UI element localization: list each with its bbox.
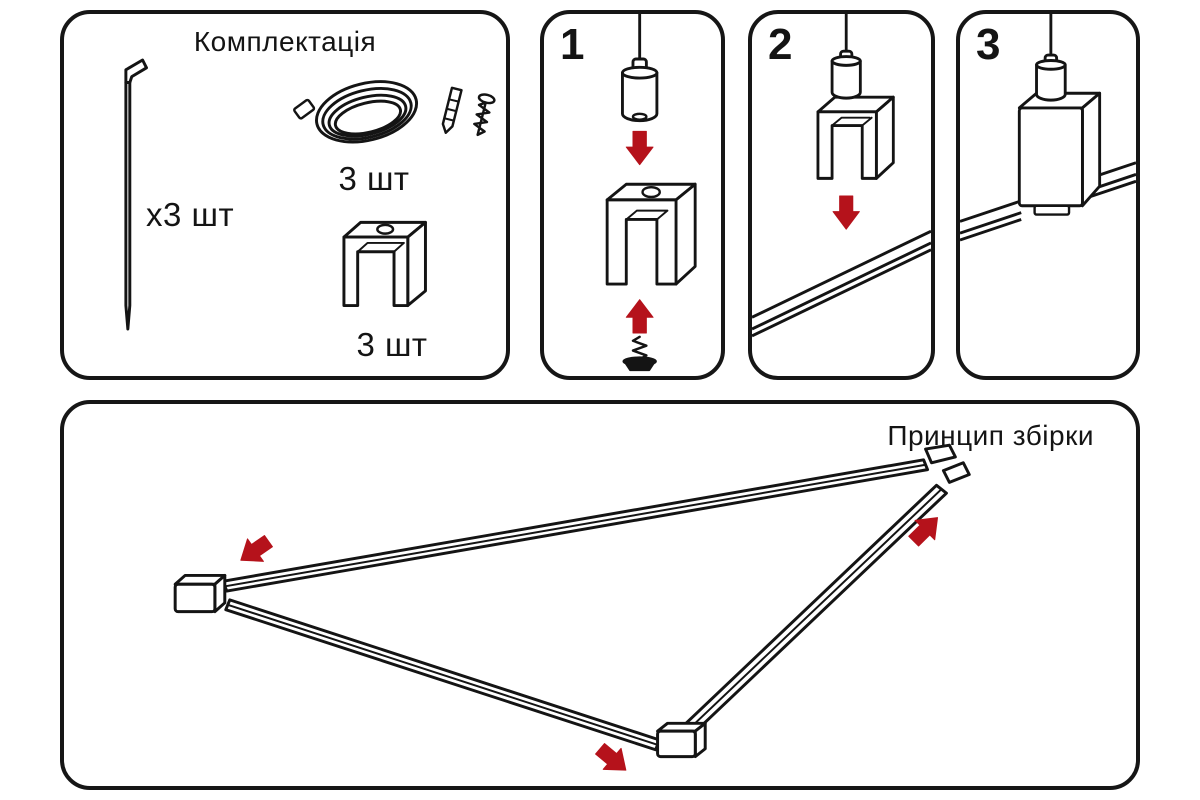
right-corner-joint-illustration — [924, 443, 971, 484]
clip-quantity-label: 3 шт — [356, 326, 428, 363]
red-arrow-bottom-corner-icon — [595, 743, 627, 771]
step-1-illustration — [605, 14, 697, 372]
red-arrow-down-icon — [625, 130, 654, 166]
assembly-title: Принцип збірки — [887, 420, 1094, 451]
kit-title: Комплектація — [193, 26, 377, 57]
clip-on-grip-illustration — [816, 14, 895, 180]
step-3-panel: 3 — [956, 10, 1140, 380]
cable-coil-illustration — [293, 80, 419, 144]
clip-on-rail-illustration — [1017, 14, 1102, 216]
cord-grip-illustration — [621, 14, 659, 123]
step-2-number: 2 — [768, 20, 793, 69]
kit-illustration — [124, 58, 496, 331]
step-3-number: 3 — [976, 20, 1001, 69]
step-3-illustration — [960, 14, 1136, 242]
step-1-number: 1 — [560, 20, 585, 69]
step-2-illustration — [752, 14, 931, 338]
clip-illustration — [605, 182, 697, 286]
right-rail-illustration — [668, 483, 948, 748]
stake-quantity-label: x3 шт — [146, 196, 235, 233]
assembly-panel: Принцип збірки — [60, 400, 1140, 790]
red-arrow-left-corner-icon — [240, 535, 273, 562]
bottom-rail-illustration — [224, 598, 662, 752]
red-arrow-down-icon — [832, 195, 860, 230]
step-1-panel: 1 — [540, 10, 725, 380]
stake-illustration — [124, 58, 148, 331]
rail-illustration — [752, 229, 931, 338]
assembly-illustration — [173, 443, 971, 771]
clip-illustration — [342, 220, 427, 308]
red-arrow-right-corner-icon — [908, 517, 939, 547]
kit-panel: Комплектація x3 шт 3 шт 3 шт — [60, 10, 510, 380]
step-2-panel: 2 — [748, 10, 935, 380]
left-corner-clip-illustration — [173, 573, 227, 614]
bottom-corner-clip-illustration — [656, 721, 707, 759]
cable-quantity-label: 3 шт — [338, 160, 410, 197]
screws-illustration — [441, 86, 496, 137]
red-arrow-up-icon — [625, 299, 654, 334]
screw-illustration — [622, 335, 657, 372]
top-rail-illustration — [221, 458, 930, 593]
